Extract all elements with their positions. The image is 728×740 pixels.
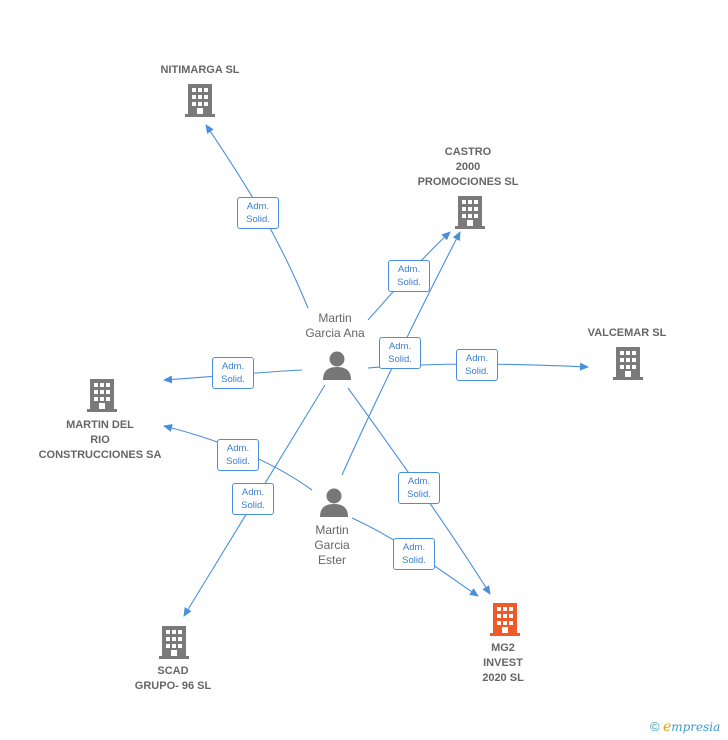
edge-tag-line: Solid. [226,456,250,467]
company-name-line: MG2 [491,642,515,654]
edge-tag-line: Solid. [246,214,270,225]
brand-logo-text: mpresia [671,720,721,734]
copyright-symbol: © [650,719,660,734]
person-icon-ester [320,488,348,517]
edge-tag-line: Solid. [397,277,421,288]
person-icon-ana [323,351,351,380]
company-name-line: PROMOCIONES SL [417,176,519,188]
edge-tag-line: Solid. [465,366,489,377]
building-icon-scad [159,626,189,659]
company-name-line: MARTIN DEL [66,419,134,431]
edge-tag-line: Solid. [241,500,265,511]
edge-tag-line: Adm. [221,361,245,372]
edge-tag-ana-nitimarga[interactable]: Adm. Solid. [237,197,279,229]
edge-tag-line: Adm. [397,264,421,275]
edge-tag-line: Adm. [407,476,431,487]
company-label-scad[interactable]: SCAD GRUPO- 96 SL [113,664,233,694]
edge-tag-ana-castro[interactable]: Adm. Solid. [388,260,430,292]
edge-tag-ester-castro[interactable]: Adm. Solid. [379,337,421,369]
company-label-nitimarga[interactable]: NITIMARGA SL [140,63,260,78]
company-label-mg2[interactable]: MG2 INVEST 2020 SL [443,641,563,686]
edge-tag-line: Adm. [226,443,250,454]
company-label-castro[interactable]: CASTRO 2000 PROMOCIONES SL [408,145,528,190]
edge-tag-line: Adm. [465,353,489,364]
person-name-line: Martin [318,311,352,325]
edge-tag-line: Adm. [241,487,265,498]
company-label-martin-del-rio[interactable]: MARTIN DEL RIO CONSTRUCCIONES SA [30,418,170,463]
company-name-line: 2020 SL [482,672,524,684]
edge-tag-ana-valcemar[interactable]: Adm. Solid. [456,349,498,381]
edge-tag-line: Adm. [388,341,412,352]
edge-tag-line: Adm. [402,542,426,553]
company-name-line: NITIMARGA SL [160,64,240,76]
company-name-line: 2000 [455,161,481,173]
company-name-line: GRUPO- 96 SL [134,680,212,692]
person-name-line: Ester [317,553,346,567]
building-icon-castro [455,196,485,229]
person-label-ester[interactable]: Martin Garcia Ester [282,523,382,568]
building-icon-valcemar [613,347,643,380]
person-name-line: Garcia Ana [305,326,365,340]
company-name-line: INVEST [483,657,523,669]
footer-brand[interactable]: © empresia [650,719,720,735]
brand-logo-initial: e [662,719,672,735]
building-icon-nitimarga [185,84,215,117]
edge-tag-ester-mg2[interactable]: Adm. Solid. [393,538,435,570]
edge-tag-ester-martin-del-rio[interactable]: Adm. Solid. [217,439,259,471]
edge-tag-line: Adm. [246,201,270,212]
person-name-line: Garcia [314,538,350,552]
company-label-valcemar[interactable]: VALCEMAR SL [567,326,687,341]
person-label-ana[interactable]: Martin Garcia Ana [285,311,385,341]
company-name-line: SCAD [157,665,189,677]
edge-tag-line: Solid. [388,354,412,365]
building-icon-mg2 [490,603,520,636]
edge-tag-ana-martin-del-rio[interactable]: Adm. Solid. [212,357,254,389]
edge-tag-ana-mg2[interactable]: Adm. Solid. [398,472,440,504]
company-name-line: CONSTRUCCIONES SA [38,449,162,461]
building-icon-martin-del-rio [87,379,117,412]
edge-tag-line: Solid. [221,374,245,385]
company-name-line: RIO [90,434,110,446]
edge-tag-line: Solid. [407,489,431,500]
company-name-line: VALCEMAR SL [587,327,667,339]
edge-tag-line: Solid. [402,555,426,566]
person-name-line: Martin [315,523,349,537]
edge-tag-ana-scad[interactable]: Adm. Solid. [232,483,274,515]
company-name-line: CASTRO [444,146,492,158]
